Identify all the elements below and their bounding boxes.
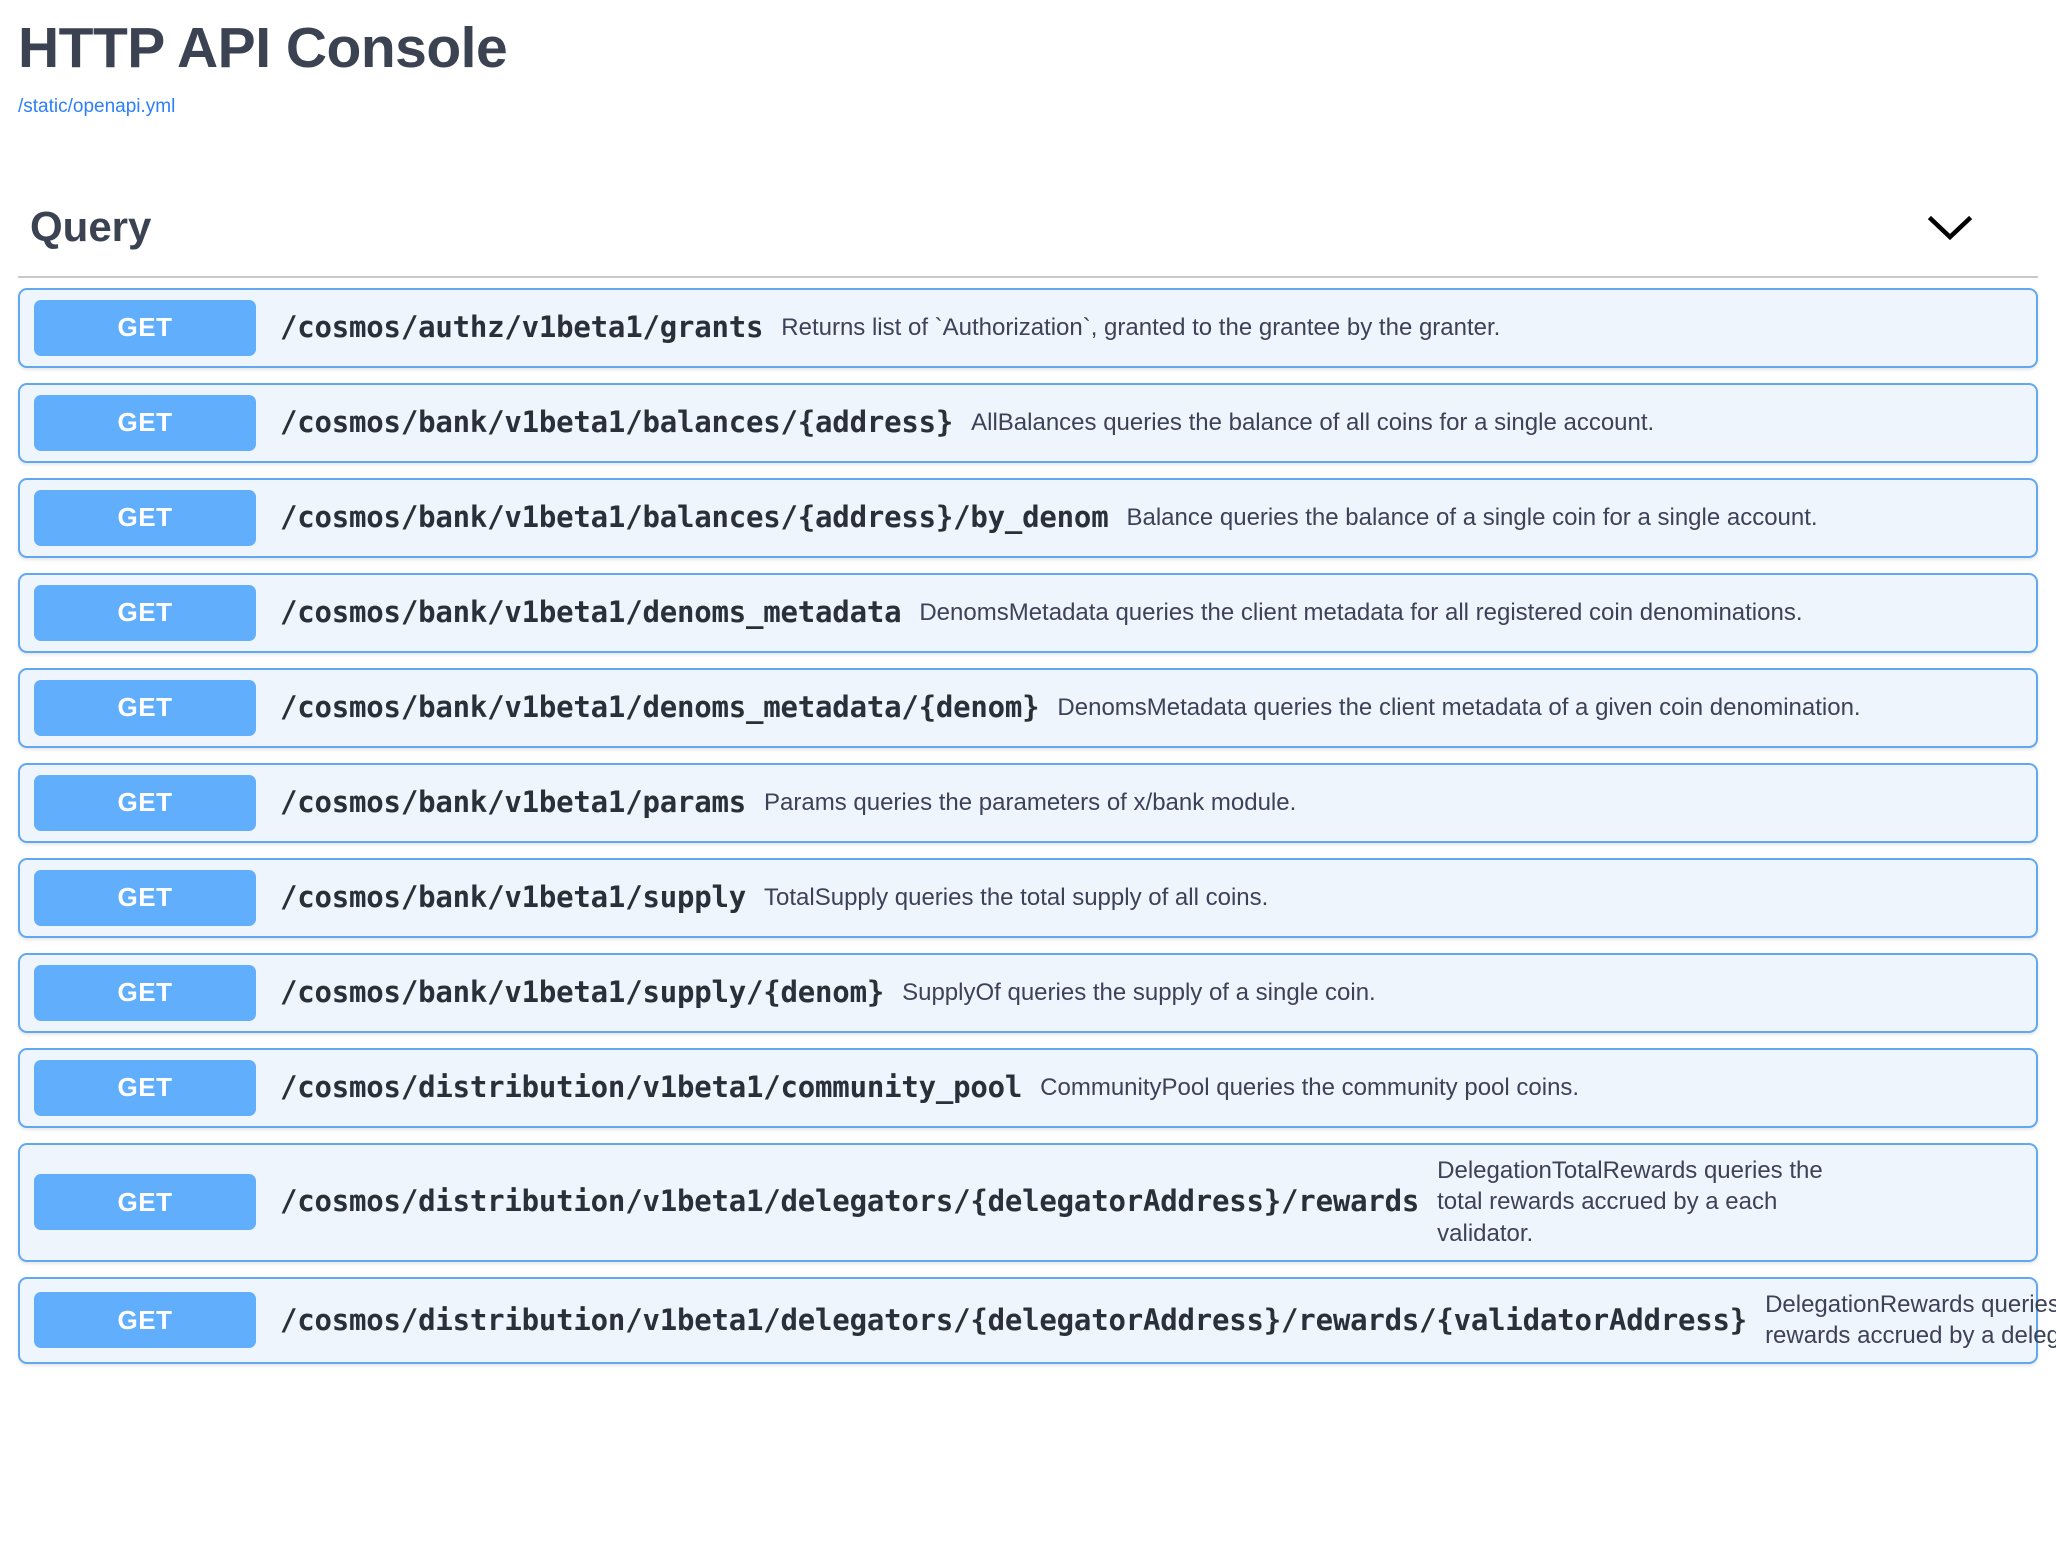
endpoint-row[interactable]: GET/cosmos/bank/v1beta1/denoms_metadata D…: [18, 572, 2038, 653]
endpoint-row[interactable]: GET/cosmos/distribution/v1beta1/delegato…: [18, 1276, 2056, 1364]
endpoint-body: /cosmos/distribution/v1beta1/community_p…: [280, 1068, 2022, 1107]
endpoint-body: /cosmos/bank/v1beta1/balances/{address} A…: [280, 403, 2022, 442]
endpoint-row[interactable]: GET/cosmos/distribution/v1beta1/communit…: [18, 1047, 2038, 1128]
method-badge-get[interactable]: GET: [34, 869, 256, 926]
method-badge-get[interactable]: GET: [34, 394, 256, 451]
endpoint-path: /cosmos/bank/v1beta1/balances/{address}/…: [280, 499, 1109, 534]
endpoint-path: /cosmos/distribution/v1beta1/delegators/…: [280, 1302, 1748, 1337]
endpoint-description: TotalSupply queries the total supply of …: [764, 883, 1269, 911]
endpoint-description: SupplyOf queries the supply of a single …: [902, 978, 1376, 1006]
endpoint-description: DenomsMetadata queries the client metada…: [1057, 693, 1861, 721]
endpoint-description: Params queries the parameters of x/bank …: [764, 788, 1297, 816]
chevron-down-icon[interactable]: [1924, 202, 1976, 254]
endpoint-row[interactable]: GET/cosmos/bank/v1beta1/balances/{addres…: [18, 382, 2038, 463]
method-badge-get[interactable]: GET: [34, 1059, 256, 1116]
endpoint-body: /cosmos/authz/v1beta1/grants Returns list…: [280, 308, 2022, 347]
endpoint-row[interactable]: GET/cosmos/authz/v1beta1/grants Returns l…: [18, 287, 2038, 368]
endpoint-body: /cosmos/bank/v1beta1/balances/{address}/…: [280, 498, 2022, 537]
method-badge-get[interactable]: GET: [34, 774, 256, 831]
endpoint-body: /cosmos/bank/v1beta1/denoms_metadata Deno…: [280, 593, 2022, 632]
method-badge-get[interactable]: GET: [34, 679, 256, 736]
endpoint-description: CommunityPool queries the community pool…: [1040, 1073, 1580, 1101]
endpoint-row[interactable]: GET/cosmos/bank/v1beta1/supply/{denom} Su…: [18, 952, 2038, 1033]
method-badge-get[interactable]: GET: [34, 1292, 256, 1349]
endpoint-body: /cosmos/bank/v1beta1/supply/{denom} Suppl…: [280, 973, 2022, 1012]
endpoint-path: /cosmos/bank/v1beta1/denoms_metadata/{de…: [280, 689, 1040, 724]
endpoint-description: Balance queries the balance of a single …: [1126, 503, 1818, 531]
endpoint-list: GET/cosmos/authz/v1beta1/grants Returns l…: [18, 287, 2056, 1364]
endpoint-path: /cosmos/bank/v1beta1/denoms_metadata: [280, 594, 902, 629]
endpoint-description: Returns list of `Authorization`, granted…: [781, 313, 1501, 341]
endpoint-description: DelegationRewards queries the total rewa…: [1765, 1290, 2056, 1350]
endpoint-path: /cosmos/distribution/v1beta1/delegators/…: [280, 1184, 1420, 1219]
endpoint-path: /cosmos/authz/v1beta1/grants: [280, 309, 764, 344]
endpoint-row[interactable]: GET/cosmos/bank/v1beta1/params Params que…: [18, 762, 2038, 843]
endpoint-body: /cosmos/bank/v1beta1/supply TotalSupply q…: [280, 878, 2022, 917]
endpoint-description: AllBalances queries the balance of all c…: [971, 408, 1655, 436]
method-badge-get[interactable]: GET: [34, 299, 256, 356]
page-title: HTTP API Console: [18, 16, 508, 80]
endpoint-description: DenomsMetadata queries the client metada…: [919, 598, 1803, 626]
endpoint-row[interactable]: GET/cosmos/distribution/v1beta1/delegato…: [18, 1142, 2038, 1262]
endpoint-path: /cosmos/distribution/v1beta1/community_p…: [280, 1069, 1023, 1104]
method-badge-get[interactable]: GET: [34, 489, 256, 546]
endpoint-body: /cosmos/bank/v1beta1/params Params querie…: [280, 783, 2022, 822]
section-title: Query: [30, 203, 152, 251]
endpoint-row[interactable]: GET/cosmos/bank/v1beta1/balances/{addres…: [18, 477, 2038, 558]
endpoint-body: /cosmos/bank/v1beta1/denoms_metadata/{de…: [280, 688, 2022, 727]
query-section: Query GET/cosmos/authz/v1beta1/grants Ret…: [18, 202, 2056, 1364]
endpoint-path: /cosmos/bank/v1beta1/supply/{denom}: [280, 974, 885, 1009]
endpoint-path: /cosmos/bank/v1beta1/params: [280, 784, 747, 819]
query-section-header[interactable]: Query: [18, 202, 2038, 254]
endpoint-row[interactable]: GET/cosmos/bank/v1beta1/supply TotalSuppl…: [18, 857, 2038, 938]
endpoint-path: /cosmos/bank/v1beta1/supply: [280, 879, 747, 914]
endpoint-path: /cosmos/bank/v1beta1/balances/{address}: [280, 404, 954, 439]
endpoint-body: /cosmos/distribution/v1beta1/delegators/…: [280, 1289, 2056, 1352]
endpoint-row[interactable]: GET/cosmos/bank/v1beta1/denoms_metadata/…: [18, 667, 2038, 748]
endpoint-body: /cosmos/distribution/v1beta1/delegators/…: [280, 1155, 2022, 1250]
method-badge-get[interactable]: GET: [34, 1174, 256, 1231]
section-divider: [18, 275, 2038, 278]
openapi-spec-link[interactable]: /static/openapi.yml: [18, 95, 176, 117]
endpoint-description: DelegationTotalRewards queries the total…: [1437, 1156, 1823, 1247]
method-badge-get[interactable]: GET: [34, 584, 256, 641]
method-badge-get[interactable]: GET: [34, 964, 256, 1021]
app-header: HTTP API Console /static/openapi.yml: [18, 0, 2038, 118]
